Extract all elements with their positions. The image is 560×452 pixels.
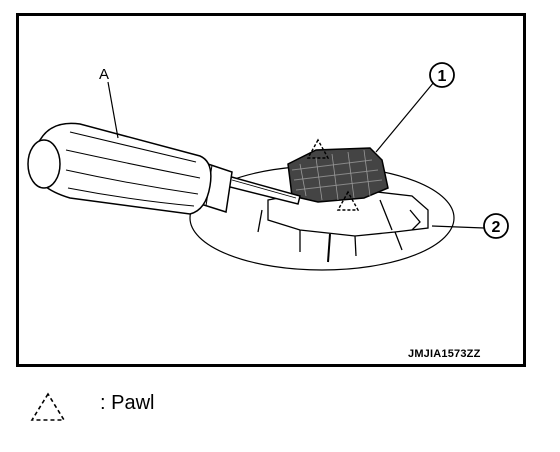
callout-1: 1 — [438, 68, 447, 85]
figure-code: JMJIA1573ZZ — [408, 348, 481, 360]
figure-frame — [16, 13, 526, 367]
callout-circle-2 — [483, 213, 509, 239]
screwdriver — [27, 122, 301, 215]
dashed-triangle-icon — [30, 392, 66, 421]
callout-circle-1 — [429, 62, 455, 88]
legend-label: : Pawl — [100, 392, 155, 414]
callout-a: A — [99, 66, 109, 83]
switch-body — [287, 147, 389, 203]
pawl-marker — [306, 138, 360, 211]
callout-2: 2 — [492, 219, 501, 236]
leader-lines — [107, 81, 485, 229]
